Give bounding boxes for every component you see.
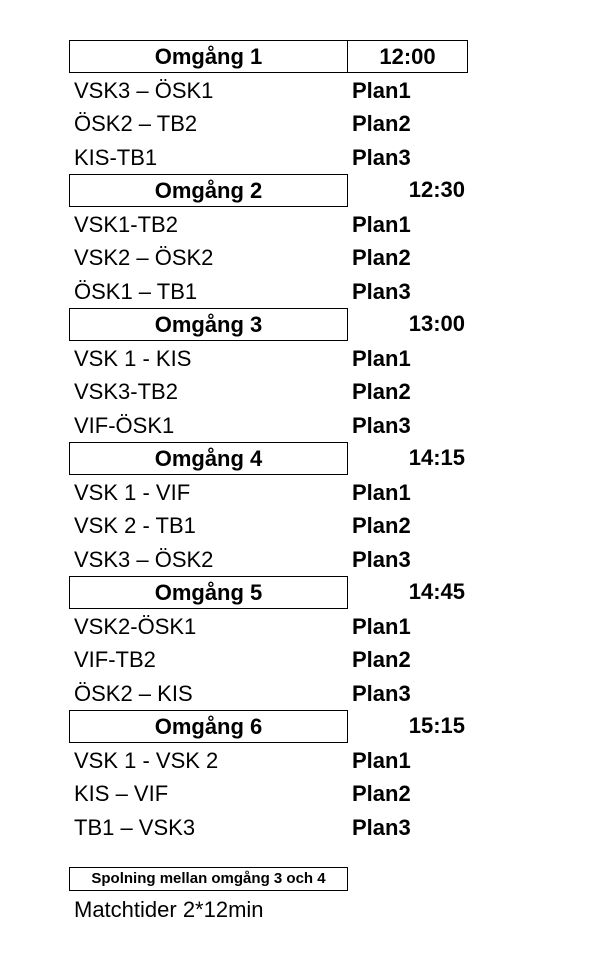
match-row: VSK3-TB2 Plan2 [69,375,489,408]
match-row: VSK 1 - VIF Plan1 [69,476,489,509]
match-teams: VSK 1 - KIS [74,346,192,371]
match-row: TB1 – VSK3 Plan3 [69,811,489,844]
match-row: VSK2 – ÖSK2 Plan2 [69,241,489,274]
match-row: VIF-ÖSK1 Plan3 [69,409,489,442]
match-row: VIF-TB2 Plan2 [69,643,489,676]
round-title: Omgång 4 [69,442,348,475]
match-field: Plan2 [352,513,411,539]
match-row: VSK1-TB2 Plan1 [69,208,489,241]
round-time: 14:15 [408,445,465,470]
round-title: Omgång 1 [69,40,348,73]
match-teams: VSK 2 - TB1 [74,513,196,539]
round-time: 12:30 [408,177,465,202]
round-header: Omgång 5 14:45 [69,576,489,610]
resurfacing-note: Spolning mellan omgång 3 och 4 [69,867,348,891]
match-row: VSK3 – ÖSK1 Plan1 [69,74,489,107]
match-row: VSK 1 - KIS Plan1 [69,342,489,375]
match-teams: VIF-TB2 [74,647,156,673]
match-row: VSK 2 - TB1 Plan2 [69,509,489,542]
match-field: Plan1 [352,614,411,639]
match-field: Plan3 [352,278,411,304]
match-row: KIS-TB1 Plan3 [69,141,489,174]
match-teams: KIS – VIF [74,781,169,807]
match-teams: VSK3 – ÖSK2 [74,546,214,572]
match-row: ÖSK2 – TB2 Plan2 [69,107,489,140]
round-time: 12:00 [348,40,468,73]
match-field: Plan2 [352,781,411,807]
match-teams: ÖSK2 – KIS [74,680,193,706]
match-field: Plan1 [352,212,411,237]
round-title: Omgång 3 [69,308,348,341]
match-row: VSK3 – ÖSK2 Plan3 [69,543,489,576]
match-teams: VSK 1 - VSK 2 [74,748,219,773]
match-teams: ÖSK1 – TB1 [74,278,198,304]
round-header: Omgång 2 12:30 [69,174,489,208]
round-time: 13:00 [408,311,465,336]
match-row: ÖSK2 – KIS Plan3 [69,677,489,710]
match-teams: TB1 – VSK3 [74,814,196,840]
match-field: Plan3 [352,680,411,706]
match-field: Plan3 [352,546,411,572]
match-teams: VSK2 – ÖSK2 [74,245,214,271]
match-teams: KIS-TB1 [74,144,158,170]
round-header: Omgång 1 12:00 [69,40,489,74]
round-block: Omgång 5 14:45 VSK2-ÖSK1 Plan1 VIF-TB2 P… [69,576,489,710]
round-block: Omgång 3 13:00 VSK 1 - KIS Plan1 VSK3-TB… [69,308,489,442]
match-field: Plan1 [352,78,411,103]
match-teams: VIF-ÖSK1 [74,412,175,438]
match-row: VSK 1 - VSK 2 Plan1 [69,744,489,777]
match-row: VSK2-ÖSK1 Plan1 [69,610,489,643]
match-field: Plan1 [352,480,411,505]
match-teams: VSK2-ÖSK1 [74,614,197,639]
schedule: Omgång 1 12:00 VSK3 – ÖSK1 Plan1 ÖSK2 – … [69,40,489,844]
round-header: Omgång 4 14:15 [69,442,489,476]
round-block: Omgång 4 14:15 VSK 1 - VIF Plan1 VSK 2 -… [69,442,489,576]
round-time: 15:15 [408,713,465,738]
match-field: Plan2 [352,245,411,271]
match-field: Plan3 [352,144,411,170]
match-teams: ÖSK2 – TB2 [74,111,198,137]
match-teams: VSK3-TB2 [74,379,178,405]
match-field: Plan2 [352,647,411,673]
match-field: Plan3 [352,412,411,438]
round-header: Omgång 3 13:00 [69,308,489,342]
match-teams: VSK3 – ÖSK1 [74,78,214,103]
round-title: Omgång 5 [69,576,348,609]
round-title: Omgång 6 [69,710,348,743]
match-teams: VSK 1 - VIF [74,480,191,505]
match-field: Plan2 [352,379,411,405]
round-block: Omgång 6 15:15 VSK 1 - VSK 2 Plan1 KIS –… [69,710,489,844]
match-field: Plan1 [352,346,411,371]
match-row: KIS – VIF Plan2 [69,777,489,810]
match-teams: VSK1-TB2 [74,212,178,237]
match-field: Plan2 [352,111,411,137]
match-field: Plan1 [352,748,411,773]
match-duration-note: Matchtider 2*12min [74,897,264,922]
round-time: 14:45 [408,579,465,604]
round-header: Omgång 6 15:15 [69,710,489,744]
round-block: Omgång 1 12:00 VSK3 – ÖSK1 Plan1 ÖSK2 – … [69,40,489,174]
round-block: Omgång 2 12:30 VSK1-TB2 Plan1 VSK2 – ÖSK… [69,174,489,308]
match-row: ÖSK1 – TB1 Plan3 [69,275,489,308]
round-title: Omgång 2 [69,174,348,207]
match-field: Plan3 [352,814,411,840]
